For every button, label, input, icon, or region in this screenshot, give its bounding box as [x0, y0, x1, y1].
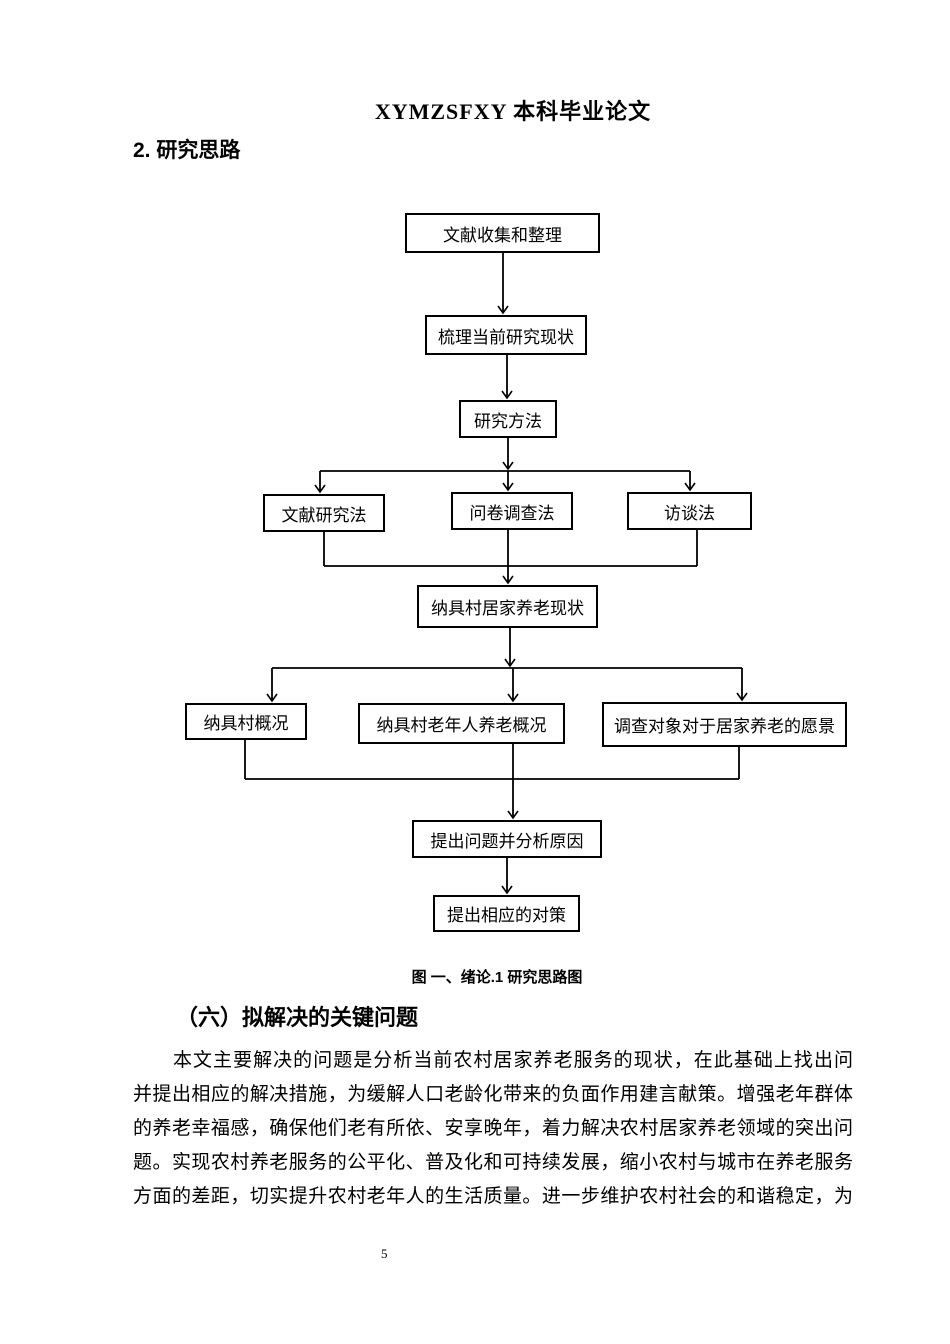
- paragraph-line: 的养老幸福感，确保他们老有所依、安享晚年，着力解决农村居家养老领域的突出问: [133, 1118, 853, 1139]
- section-heading: 2. 研究思路: [133, 139, 241, 162]
- paragraph-line: 并提出相应的解决措施，为缓解人口老龄化带来的负面作用建言献策。增强老年群体: [133, 1084, 853, 1105]
- page-number: 5: [381, 1246, 388, 1261]
- flow-node-questionnaire-survey-method: 问卷调查法: [451, 492, 573, 530]
- flow-node-literature-collection: 文献收集和整理: [405, 213, 600, 253]
- subsection-heading: （六）拟解决的关键问题: [176, 1005, 419, 1030]
- figure-caption: 图 一、绪论.1 研究思路图: [411, 969, 583, 986]
- body-paragraph: 本文主要解决的问题是分析当前农村居家养老服务的现状，在此基础上找出问题， 并提出…: [133, 1044, 853, 1214]
- paragraph-line: 题。实现农村养老服务的公平化、普及化和可持续发展，缩小农村与城市在养老服务: [133, 1152, 853, 1173]
- flow-node-village-elderly-overview: 纳具村老年人养老概况: [358, 703, 565, 744]
- paragraph-line: 本文主要解决的问题是分析当前农村居家养老服务的现状，在此基础上找出问题，: [173, 1050, 853, 1071]
- flow-node-review-current-research: 梳理当前研究现状: [425, 315, 587, 355]
- header-title: XYMZSFXY 本科毕业论文: [374, 99, 652, 124]
- flow-node-raise-problems-analyze: 提出问题并分析原因: [412, 820, 602, 858]
- flow-node-interview-method: 访谈法: [627, 492, 752, 530]
- paragraph-line: 方面的差距，切实提升农村老年人的生活质量。进一步维护农村社会的和谐稳定，为: [133, 1186, 853, 1207]
- flow-node-literature-research-method: 文献研究法: [263, 494, 385, 532]
- flow-node-village-homecare-status: 纳具村居家养老现状: [417, 585, 598, 628]
- flow-node-village-overview: 纳具村概况: [185, 703, 307, 740]
- flow-node-propose-countermeasures: 提出相应的对策: [433, 895, 580, 932]
- flow-node-research-methods: 研究方法: [459, 400, 557, 438]
- flow-node-respondents-vision: 调查对象对于居家养老的愿景: [602, 702, 847, 747]
